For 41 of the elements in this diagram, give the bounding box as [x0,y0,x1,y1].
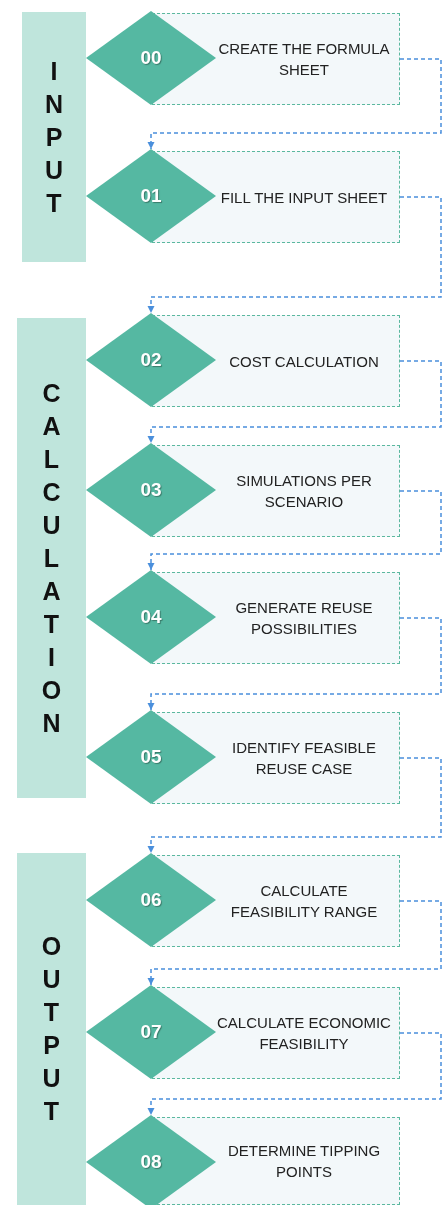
decision-diamond [86,570,216,664]
decision-diamond [86,11,216,105]
phase-label: CALCULATION [41,377,62,739]
dashed-arrow [147,490,442,571]
step-label: COST CALCULATION [229,351,379,372]
dashed-arrow [147,617,442,711]
decision-diamond [86,149,216,243]
dashed-arrow [147,360,442,444]
step-number: 06 [140,889,162,911]
dashed-arrow [147,196,442,314]
step-label: FILL THE INPUT SHEET [220,187,388,208]
step-number: 00 [140,47,162,69]
step-number: 07 [140,1021,162,1043]
decision-diamond [86,985,216,1079]
phase-band [22,12,86,262]
decision-diamond [86,443,216,537]
decision-diamond [86,853,216,947]
step-number: 05 [140,746,162,768]
phase-band [17,853,86,1205]
step-number: 08 [140,1151,162,1173]
step-label: CREATE THE FORMULA SHEET [217,39,391,80]
decision-diamond [86,1115,216,1205]
dashed-arrow [147,58,442,150]
step-label: CALCULATE ECONOMIC FEASIBILITY [217,1013,391,1054]
dashed-arrow [147,900,442,986]
step-label: IDENTIFY FEASIBLE REUSE CASE [231,738,377,779]
step-number: 02 [140,349,162,371]
step-label: DETERMINE TIPPING POINTS [226,1141,382,1182]
phase-band [17,318,86,798]
step-number: 01 [140,185,162,207]
step-label: GENERATE REUSE POSSIBILITIES [234,598,374,639]
step-number: 04 [140,606,162,628]
decision-diamond [86,710,216,804]
phase-label: OUTPUT [41,931,62,1127]
phase-label: INPUT [44,55,63,219]
decision-diamond [86,313,216,407]
dashed-arrow [147,757,442,854]
step-label: SIMULATIONS PER SCENARIO [235,471,373,512]
step-label: CALCULATE FEASIBILITY RANGE [229,881,379,922]
step-number: 03 [140,479,162,501]
dashed-arrow [147,1032,442,1116]
